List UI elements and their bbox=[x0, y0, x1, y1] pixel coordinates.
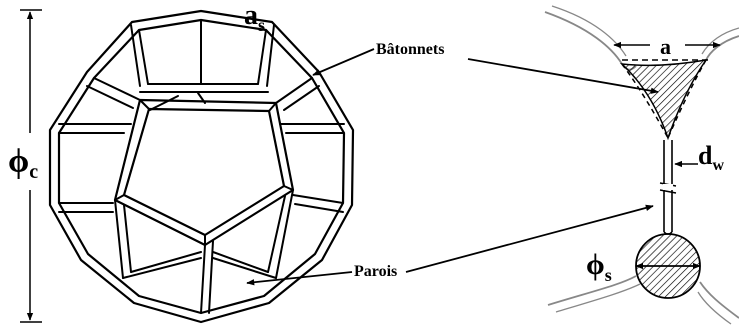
strut-length-label: as bbox=[244, 0, 265, 35]
struts-arrow-left bbox=[313, 49, 374, 75]
cell-inner-pentagon bbox=[115, 100, 293, 245]
strut-side-label: a bbox=[660, 34, 671, 59]
strut-diameter-label: ϕs bbox=[586, 248, 612, 285]
wall-thickness-label: dw bbox=[698, 141, 724, 174]
walls-label: Parois bbox=[354, 263, 397, 280]
cell-diameter-label: ϕc bbox=[8, 143, 38, 183]
cell-struts bbox=[59, 20, 344, 313]
walls-arrow-right bbox=[406, 206, 653, 272]
struts-label: Bâtonnets bbox=[376, 41, 444, 58]
